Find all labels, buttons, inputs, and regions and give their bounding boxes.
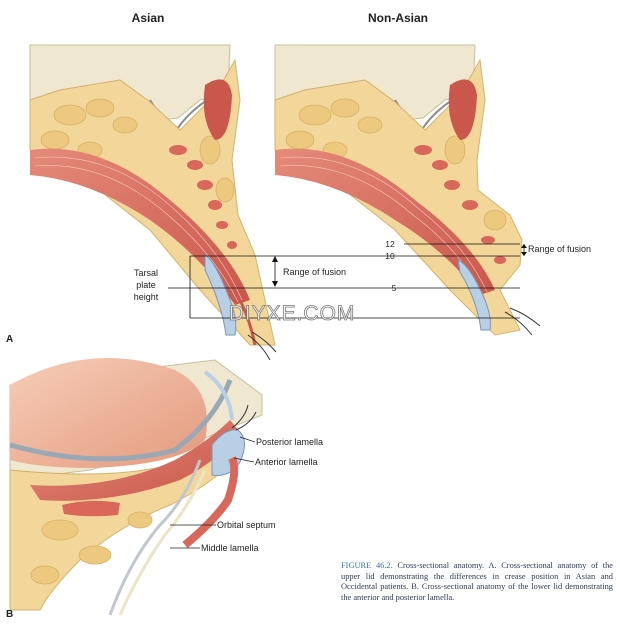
figure-label: FIGURE 46.2. — [341, 561, 393, 570]
anterior-lamella-label: Anterior lamella — [255, 457, 318, 467]
asian-title: Asian — [132, 11, 165, 25]
range-of-fusion-right-label: Range of fusion — [528, 244, 591, 254]
measurement-lines — [168, 243, 525, 319]
posterior-lamella-label: Posterior lamella — [256, 437, 323, 447]
panel-b-leader-lines — [170, 436, 256, 549]
watermark: DIYXE.COM — [229, 302, 356, 325]
non-asian-title: Non-Asian — [368, 11, 428, 25]
non-asian-eyelid-illustration — [274, 44, 541, 336]
range-of-fusion-left-label: Range of fusion — [283, 267, 346, 277]
panel-b-letter: B — [6, 609, 13, 620]
orbital-septum-label: Orbital septum — [217, 520, 276, 530]
level-12-label: 12 — [385, 239, 395, 249]
figure-caption: FIGURE 46.2. Cross-sectional anatomy. A.… — [341, 561, 613, 603]
tarsal-label-line-2: plate — [136, 280, 156, 290]
level-5-label: 5 — [392, 283, 397, 293]
middle-lamella-label: Middle lamella — [201, 543, 259, 553]
tarsal-label-line-1: Tarsal — [134, 268, 158, 278]
level-10-label: 10 — [385, 251, 395, 261]
panel-a-letter: A — [6, 334, 13, 345]
asian-eyelid-illustration — [29, 44, 277, 361]
caption-text: Cross-sectional anatomy. A. Cross-sectio… — [341, 561, 613, 602]
fusion-arrowheads — [272, 244, 527, 287]
tarsal-label-line-3: height — [134, 292, 159, 302]
lower-lid-illustration — [9, 358, 263, 616]
